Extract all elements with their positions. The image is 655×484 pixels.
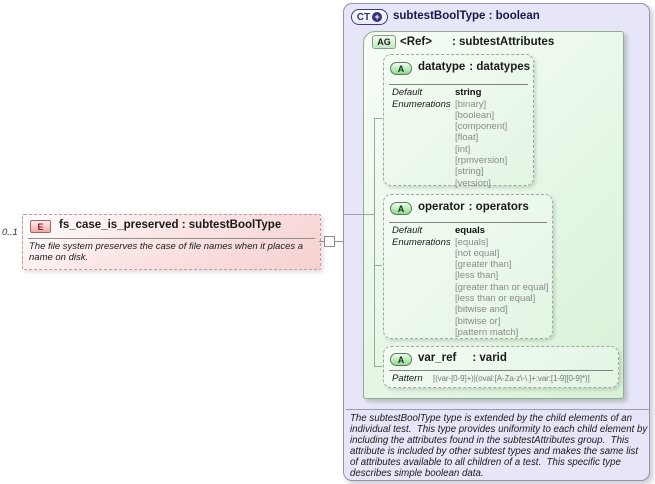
attribute-box-operator[interactable]: A operator : operators Default equals En…: [383, 194, 553, 339]
enumeration-list: [binary] [boolean] [component] [float] […: [455, 99, 507, 189]
element-badge: E: [30, 220, 51, 233]
complex-type-badge-label: CT: [356, 11, 371, 23]
attribute-group-box[interactable]: AG <Ref> : subtestAttributes A datatype …: [363, 31, 624, 399]
attribute-box-datatype[interactable]: A datatype : datatypes Default string En…: [383, 54, 534, 189]
default-label: Default: [392, 87, 423, 98]
plus-icon[interactable]: +: [372, 12, 383, 22]
enum-value: [equals]: [455, 236, 489, 248]
complex-type-badge[interactable]: CT +: [351, 9, 388, 25]
attribute-separator: [389, 222, 547, 223]
element-title: fs_case_is_preserved : subtestBoolType: [59, 219, 282, 231]
enum-value: [less than]: [455, 270, 499, 282]
attribute-badge: A: [390, 202, 412, 215]
enum-value: [bitwise and]: [455, 304, 508, 316]
type-annotation: The subtestBoolType type is extended by …: [350, 413, 650, 479]
enumerations-label: Enumerations: [392, 98, 451, 110]
default-value: string: [455, 87, 482, 98]
enum-value: [pattern match]: [455, 326, 519, 338]
attribute-separator: [389, 84, 528, 85]
attribute-badge: A: [390, 62, 412, 75]
enum-value: [greater than]: [455, 259, 512, 271]
attribute-box-var-ref[interactable]: A var_ref : varid Pattern [(var-[0-9]+)|…: [383, 346, 619, 388]
enum-value: [string]: [455, 166, 484, 178]
attribute-group-ref-label: <Ref>: [400, 36, 432, 48]
enum-value: [boolean]: [455, 109, 495, 121]
attribute-type: : operators: [468, 201, 529, 213]
cardinality-label: 0..1: [2, 227, 18, 238]
enum-value: [binary]: [455, 98, 487, 110]
element-annotation: The file system preserves the case of fi…: [29, 241, 304, 263]
attribute-badge: A: [390, 353, 412, 366]
enum-value: [version]: [455, 177, 491, 189]
connector-line: [319, 241, 324, 242]
enum-value: [rpmversion]: [455, 154, 508, 166]
tree-stub-datatype: [374, 118, 382, 119]
enum-value: [not equal]: [455, 247, 500, 259]
expand-handle-icon[interactable]: [324, 236, 335, 247]
attribute-type: : datatypes: [469, 61, 531, 73]
enumerations-label: Enumerations: [392, 236, 451, 248]
attribute-name: operator: [418, 201, 465, 213]
enum-value: [greater than or equal]: [455, 281, 549, 293]
enumeration-list: [equals] [not equal] [greater than] [les…: [455, 237, 548, 339]
attribute-separator: [389, 370, 613, 371]
pattern-label: Pattern: [392, 373, 423, 384]
enum-value: [less than or equal]: [455, 292, 536, 304]
pattern-value: [(var-[0-9]+)|(oval:[A-Za-z\-\.]+:var:[1…: [433, 374, 590, 383]
connector-line: [335, 241, 343, 242]
complex-type-title: subtestBoolType : boolean: [393, 10, 540, 22]
element-box[interactable]: E fs_case_is_preserved : subtestBoolType…: [22, 214, 321, 270]
annotation-separator: [346, 409, 649, 410]
enum-value: [component]: [455, 121, 508, 133]
default-value: equals: [455, 225, 486, 236]
complex-type-box[interactable]: CT + subtestBoolType : boolean AG <Ref> …: [343, 3, 650, 481]
attribute-group-type-label: : subtestAttributes: [452, 36, 555, 48]
tree-stub-var-ref: [374, 366, 382, 367]
tree-feeder-line: [344, 214, 374, 215]
attribute-name: var_ref: [418, 352, 457, 364]
tree-rail: [374, 118, 375, 367]
enum-value: [bitwise or]: [455, 315, 501, 327]
enum-value: [int]: [455, 143, 471, 155]
attribute-group-badge: AG: [372, 35, 396, 49]
attribute-name: datatype: [418, 61, 466, 73]
tree-stub-operator: [374, 265, 382, 266]
element-separator: [28, 238, 315, 239]
attribute-type: : varid: [472, 352, 507, 364]
default-label: Default: [392, 225, 423, 236]
enum-value: [float]: [455, 132, 479, 144]
